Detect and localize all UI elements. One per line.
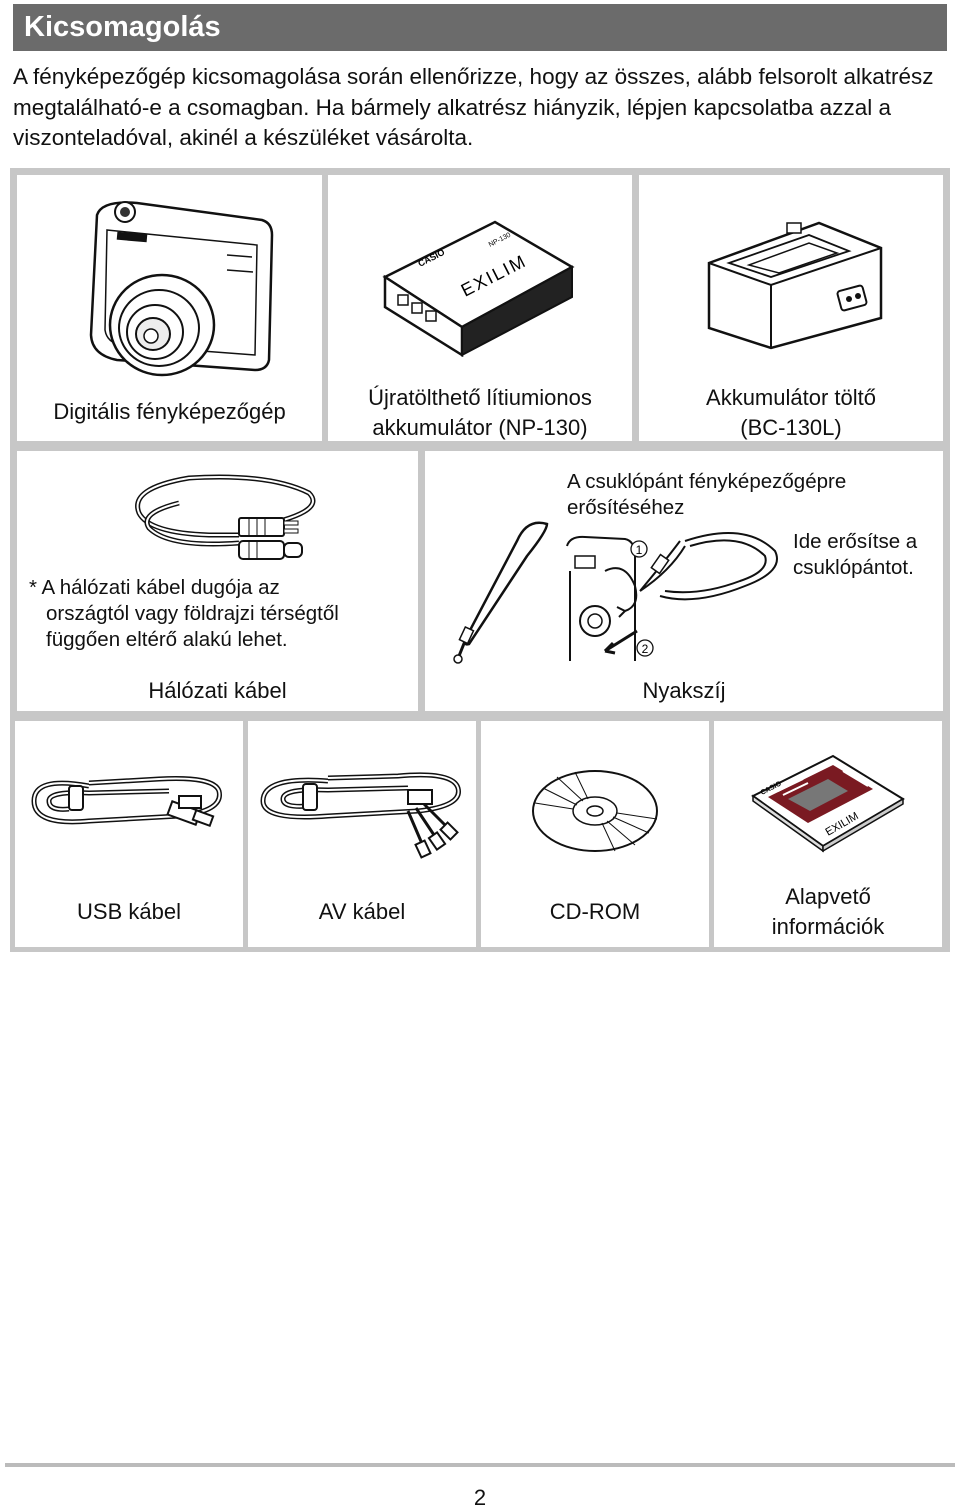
cdrom-caption: CD-ROM [549, 899, 641, 924]
strap-illustration [453, 521, 549, 664]
step-1-marker: 1 [636, 543, 643, 557]
contents-row-1: Digitális fényképezőgép CASIO NP-130 EXI… [10, 168, 950, 448]
step-2-marker: 2 [642, 642, 649, 656]
basic-info-caption-line2: információk [771, 914, 885, 939]
power-cable-note-line3: függően eltérő alakú lehet. [46, 628, 288, 651]
power-cable-note-line1: * A hálózati kábel dugója az [29, 576, 280, 599]
intro-paragraph: A fényképezőgép kicsomagolása során elle… [13, 64, 934, 150]
item-charger: Akkumulátor töltő (BC-130L) [639, 175, 943, 441]
contents-row-3: USB kábel AV kábel CD-ROM [10, 716, 950, 952]
strap-attach-label-line1: Ide erősítse a [793, 530, 918, 553]
contents-row-2: * A hálózati kábel dugója az országtól v… [10, 448, 950, 718]
strap-instruction-line1: A csuklópánt fényképezőgépre [567, 470, 847, 493]
strap-attach-diagram: 1 2 [566, 532, 778, 661]
item-usb-cable: USB kábel [15, 721, 243, 947]
item-basic-info: CASIO EXILIM Alapvető információk [714, 721, 942, 947]
basic-info-illustration: CASIO EXILIM [751, 754, 905, 853]
power-cable-illustration [135, 474, 316, 560]
strap-attach-label-line2: csuklópántot. [793, 556, 914, 579]
battery-caption-line1: Újratölthető lítiumionos [368, 385, 592, 410]
battery-illustration: CASIO NP-130 EXILIM [382, 220, 575, 357]
item-av-cable: AV kábel [248, 721, 476, 947]
item-camera: Digitális fényképezőgép [17, 175, 322, 441]
section-title: Kicsomagolás [13, 4, 947, 51]
item-cdrom: CD-ROM [481, 721, 709, 947]
item-power-cable: * A hálózati kábel dugója az országtól v… [17, 451, 418, 711]
usb-cable-illustration [31, 776, 222, 828]
footer-divider [5, 1463, 955, 1467]
item-strap: A csuklópánt fényképezőgépre erősítéséhe… [425, 451, 943, 711]
strap-caption: Nyakszíj [642, 678, 726, 703]
battery-caption-line2: akkumulátor (NP-130) [372, 415, 588, 440]
page-number: 2 [473, 1485, 487, 1510]
power-cable-caption: Hálózati kábel [148, 678, 287, 703]
strap-instruction-line2: erősítéséhez [567, 496, 685, 519]
power-cable-note-line2: országtól vagy földrajzi térségtől [46, 602, 339, 625]
charger-caption-line2: (BC-130L) [740, 415, 842, 440]
camera-caption: Digitális fényképezőgép [53, 399, 286, 424]
usb-cable-caption: USB kábel [77, 899, 181, 924]
item-battery: CASIO NP-130 EXILIM Újratölthető lítiumi… [328, 175, 632, 441]
camera-illustration [89, 201, 274, 377]
charger-caption-line1: Akkumulátor töltő [706, 385, 876, 410]
cdrom-illustration [532, 770, 658, 852]
av-cable-caption: AV kábel [318, 899, 406, 924]
charger-illustration [707, 221, 883, 350]
av-cable-illustration [260, 772, 461, 859]
basic-info-caption-line1: Alapvető [785, 884, 871, 909]
